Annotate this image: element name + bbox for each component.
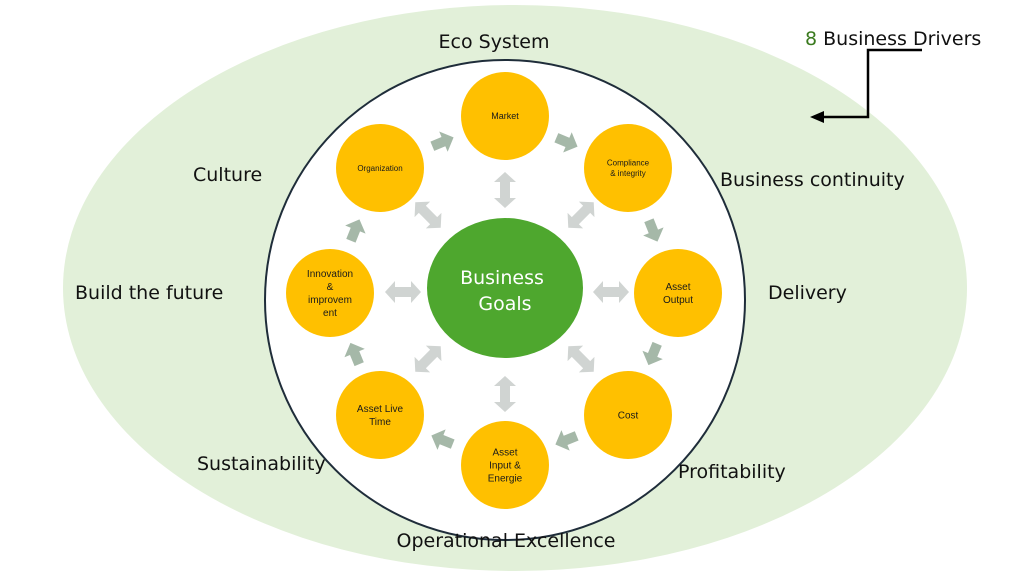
node-market: Market — [461, 72, 549, 160]
link-arrow-icon — [414, 345, 442, 373]
node-compliance-integrity: Compliance& integrity — [584, 124, 672, 212]
cycle-arrow-icon — [642, 341, 663, 366]
driver-label-operational-excellence: Operational Excellence — [397, 530, 616, 552]
link-arrow-icon — [593, 281, 629, 303]
business-goals-label: Business Goals — [460, 267, 550, 315]
node-label-line: Compliance — [607, 159, 650, 168]
node-label-line: Time — [369, 417, 391, 428]
node-label-line: improvem — [308, 295, 352, 306]
node-label-line: Organization — [357, 164, 402, 173]
cycle-arrow-icon — [431, 429, 455, 450]
cycle-arrow-icon — [345, 219, 366, 243]
driver-label-build-the-future: Build the future — [75, 282, 223, 304]
cycle-arrow-icon — [643, 218, 664, 242]
node-label-line: & integrity — [610, 169, 646, 178]
node-label-line: Innovation — [307, 269, 353, 280]
driver-label-business-continuity: Business continuity — [720, 169, 905, 191]
node-cost: Cost — [584, 371, 672, 459]
node-label-line: Asset Live — [357, 404, 404, 415]
driver-label-eco-system: Eco System — [439, 31, 550, 53]
node-label-line: Asset — [665, 282, 690, 293]
node-label-line: Output — [663, 295, 693, 306]
driver-label-culture: Culture — [193, 164, 262, 186]
link-arrow-icon — [494, 172, 516, 208]
driver-labels: Eco System Business continuity Delivery … — [75, 31, 905, 552]
node-label-cost: Cost — [618, 411, 639, 422]
node-label-innovation-improvement: Innovation & improvem ent — [307, 269, 353, 319]
link-arrow-icon — [385, 281, 421, 303]
link-arrow-icon — [414, 201, 442, 229]
node-organization: Organization — [336, 124, 424, 212]
node-label-market: Market — [491, 111, 519, 121]
driver-label-sustainability: Sustainability — [197, 453, 326, 475]
legend-title: Business Drivers — [817, 28, 981, 50]
driver-label-profitability: Profitability — [678, 461, 786, 483]
node-label-line: & — [327, 282, 334, 293]
link-arrows — [385, 172, 629, 412]
driver-label-delivery: Delivery — [768, 282, 847, 304]
business-goals-line-1: Business — [460, 267, 544, 289]
link-arrow-icon — [494, 376, 516, 412]
node-label-line: Input & — [489, 461, 521, 472]
cycle-arrow-icon — [344, 342, 365, 367]
node-label-line: Market — [491, 111, 519, 121]
link-arrow-icon — [567, 201, 595, 229]
cycle-arrow-icon — [555, 430, 579, 451]
node-innovation-improvement: Innovation & improvem ent — [286, 249, 374, 337]
node-label-line: ent — [323, 308, 337, 319]
legend: 8 Business Drivers — [805, 28, 981, 123]
legend-count: 8 — [805, 28, 817, 50]
node-label-line: Asset — [492, 448, 517, 459]
legend-label: 8 Business Drivers — [805, 28, 981, 50]
business-goals-node: Business Goals — [427, 218, 583, 358]
elbow-arrow-icon — [810, 48, 922, 123]
cycle-arrow-icon — [554, 132, 578, 153]
cycle-arrow-icon — [430, 131, 454, 152]
node-label-line: Cost — [618, 411, 639, 422]
node-label-line: Energie — [488, 474, 523, 485]
business-goals-line-2: Goals — [478, 293, 531, 315]
cycle-arrows — [344, 131, 664, 451]
node-label-compliance-integrity: Compliance& integrity — [607, 159, 650, 178]
node-label-organization: Organization — [357, 164, 402, 173]
link-arrow-icon — [567, 345, 595, 373]
